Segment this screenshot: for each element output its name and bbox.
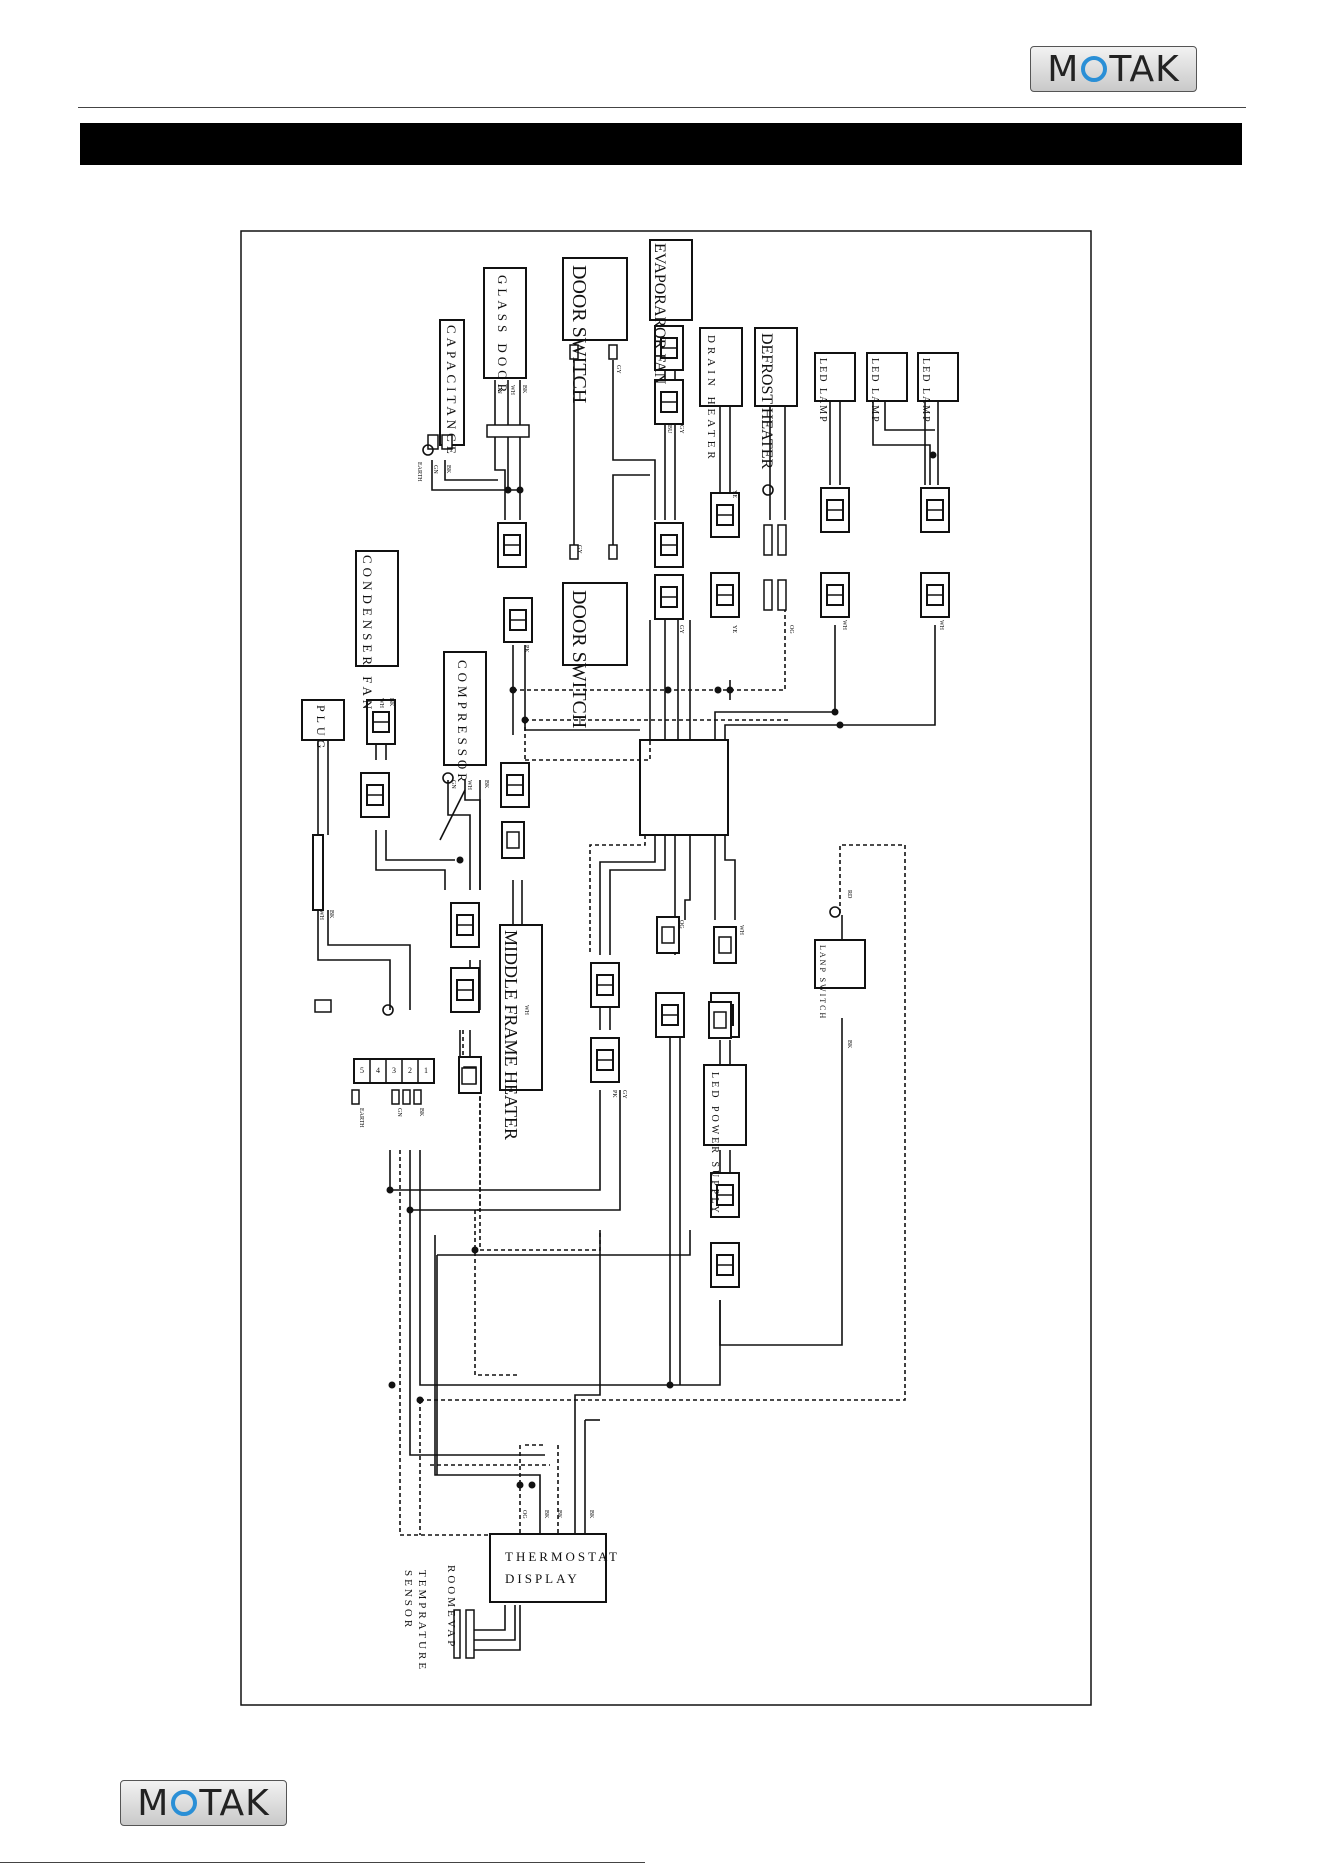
large-labels: DOOR SWITCH DOOR SWITCH EVAPORAROR FAN D… bbox=[501, 243, 775, 1140]
brand-suffix: TAK bbox=[1109, 48, 1180, 90]
wire-tag: BU bbox=[666, 425, 672, 434]
earth-tag: EARTH bbox=[358, 1108, 364, 1128]
led-power-supply-label: LED POWER SUPPLY bbox=[709, 1072, 720, 1216]
wire-tag: GN bbox=[432, 465, 438, 474]
wire-tag: PK bbox=[611, 1090, 617, 1098]
condenser-fan-label: CONDENSER FAN bbox=[360, 555, 375, 713]
wire-tag: GN bbox=[396, 1108, 402, 1117]
wire-tag: BK bbox=[388, 698, 394, 707]
lamp-switch-label: LANP SWITCH bbox=[818, 945, 827, 1020]
terminal-5: 5 bbox=[360, 1066, 364, 1075]
brand-prefix: M bbox=[137, 1782, 170, 1824]
junction-dots bbox=[386, 451, 937, 1489]
wire-tag: WH bbox=[466, 780, 472, 791]
brand-prefix: M bbox=[1047, 48, 1080, 90]
wire-tag: WH bbox=[841, 620, 847, 631]
sensor-line2: SENSOR bbox=[402, 1570, 414, 1630]
thermostat-line1: THERMOSTAT bbox=[505, 1549, 620, 1564]
wire-tag: BK bbox=[846, 1040, 852, 1049]
wire-tag: OG bbox=[678, 920, 684, 929]
wire-code-tags: BK WH GN BK GN EARTH GY GY GY BU GY YE Y… bbox=[318, 365, 944, 1519]
led-lamp-2-label: LED LAMP bbox=[869, 358, 880, 424]
evaporator-fan-label: EVAPORAROR FAN bbox=[651, 243, 668, 385]
wire-tag: YE bbox=[731, 490, 737, 498]
room-label: ROOM bbox=[445, 1565, 457, 1610]
wire-tag: OG bbox=[788, 625, 794, 634]
terminal-block bbox=[369, 1059, 419, 1083]
footer-rule bbox=[0, 1862, 645, 1863]
header-rule bbox=[78, 107, 1246, 108]
component-labels: GLASS DOOR CAPACITANCE CONDENSER FAN COM… bbox=[314, 275, 931, 1672]
wire-tag: YE bbox=[731, 625, 737, 633]
terminal-4: 4 bbox=[376, 1066, 380, 1075]
terminal-labels: 1 2 3 4 5 bbox=[360, 1066, 428, 1075]
evap-label: EVAP bbox=[445, 1610, 457, 1649]
wire-tag: BK bbox=[418, 1108, 424, 1117]
glass-door-label: GLASS DOOR bbox=[495, 275, 510, 396]
defrost-pins bbox=[314, 344, 787, 1659]
compressor-label: COMPRESSOR bbox=[455, 660, 470, 786]
wire-tag: BK bbox=[556, 1510, 562, 1519]
thermostat-labels: THERMOSTAT DISPLAY bbox=[505, 1549, 620, 1586]
door-switch-bottom-label: DOOR SWITCH bbox=[568, 590, 590, 728]
wire-tag: GN bbox=[496, 385, 502, 394]
diagram-frame bbox=[240, 230, 1092, 1706]
wire-tag: BK bbox=[445, 465, 451, 474]
wire-tag: WH bbox=[509, 385, 515, 396]
brand-logo-bottom: M TAK bbox=[120, 1780, 287, 1826]
thermostat-line2: DISPLAY bbox=[505, 1571, 580, 1586]
earth-rings bbox=[382, 444, 841, 1016]
wire-tag: WH bbox=[523, 1005, 529, 1016]
wire-tag: GY bbox=[615, 365, 621, 374]
sensor-line1: TEMPRATURE bbox=[416, 1570, 428, 1672]
wire-tag: GY bbox=[678, 425, 684, 434]
wire-tag: BK bbox=[521, 385, 527, 394]
terminal-2: 2 bbox=[408, 1066, 412, 1075]
logo-ring-icon bbox=[171, 1790, 198, 1816]
led-lamp-3-label: LED LAMP bbox=[920, 358, 931, 424]
wire-tag: BK bbox=[588, 1510, 594, 1519]
wires-dashed bbox=[399, 610, 906, 1536]
brand-logo-top: M TAK bbox=[1030, 46, 1197, 92]
led-lamp-1-label: LED LAMP bbox=[817, 358, 828, 424]
wire-tag: BK bbox=[543, 1510, 549, 1519]
wire-tag: WH bbox=[318, 910, 324, 921]
brand-suffix: TAK bbox=[199, 1782, 270, 1824]
wires-solid bbox=[317, 330, 939, 1651]
section-title-bar bbox=[80, 123, 1242, 165]
middle-frame-heater-label: MIDDLE FRAME HEATER bbox=[501, 930, 521, 1140]
plug-label: PLUG bbox=[314, 705, 328, 752]
terminal-1: 1 bbox=[424, 1066, 428, 1075]
drain-heater-label: DRAIN HEATER bbox=[705, 335, 717, 463]
door-switch-top-label: DOOR SWITCH bbox=[568, 265, 590, 403]
component-boxes bbox=[301, 239, 959, 1603]
wire-tag: BK bbox=[328, 910, 334, 919]
wire-tag: OG bbox=[521, 1510, 527, 1519]
earth-tag: EARTH bbox=[416, 462, 422, 482]
wire-tag: PK bbox=[523, 645, 529, 653]
wire-tag: GY bbox=[678, 625, 684, 634]
defrost-heater-label: DEFROST HEATER bbox=[758, 333, 775, 469]
logo-ring-icon bbox=[1081, 56, 1108, 82]
wire-tag: BK bbox=[483, 780, 489, 789]
wire-tag: GY bbox=[621, 1090, 627, 1099]
capacitance-label: CAPACITANCE bbox=[444, 325, 459, 458]
wire-tag: WH bbox=[738, 925, 744, 936]
wire-tag: GN bbox=[450, 780, 456, 789]
terminal-3: 3 bbox=[392, 1066, 396, 1075]
wire-tag: GY bbox=[576, 545, 582, 554]
wire-tag: WH bbox=[378, 698, 384, 709]
wire-tag: WH bbox=[938, 620, 944, 631]
wire-tag: RD bbox=[846, 890, 852, 899]
